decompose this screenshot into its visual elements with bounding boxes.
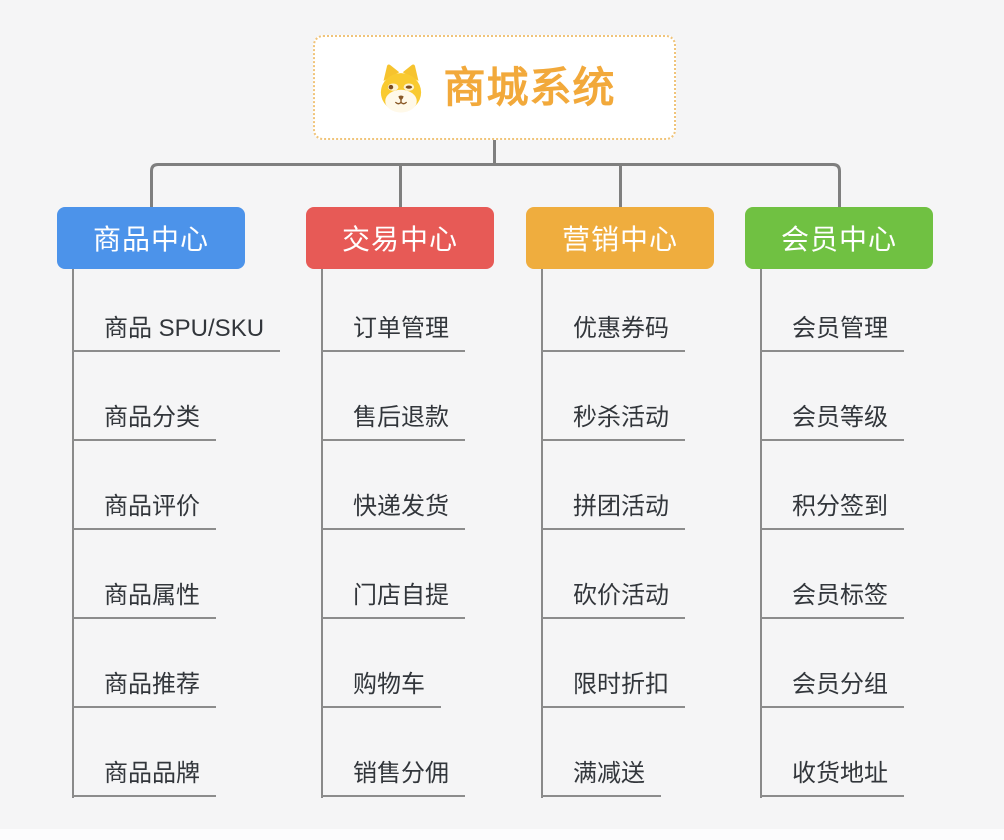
subtopic-row: 订单管理 xyxy=(321,263,465,352)
subtopic-node[interactable]: 购物车 xyxy=(321,670,441,708)
subtopic-row: 快递发货 xyxy=(321,441,465,530)
subtopic-node[interactable]: 门店自提 xyxy=(321,581,465,619)
subtopic-node[interactable]: 会员分组 xyxy=(760,670,904,708)
subtopic-node[interactable]: 限时折扣 xyxy=(541,670,685,708)
branch-header-member-center[interactable]: 会员中心 xyxy=(745,207,933,269)
subtopic-row: 砍价活动 xyxy=(541,530,685,619)
subtopic-node[interactable]: 秒杀活动 xyxy=(541,403,685,441)
branch-items-trade-center: 订单管理 售后退款 快递发货 门店自提 购物车 销售分佣 xyxy=(321,263,465,797)
subtopic-row: 商品品牌 xyxy=(72,708,280,797)
subtopic-row: 积分签到 xyxy=(760,441,904,530)
subtopic-node[interactable]: 商品评价 xyxy=(72,492,216,530)
subtopic-row: 会员分组 xyxy=(760,619,904,708)
subtopic-row: 拼团活动 xyxy=(541,441,685,530)
subtopic-node[interactable]: 售后退款 xyxy=(321,403,465,441)
subtopic-node[interactable]: 商品属性 xyxy=(72,581,216,619)
subtopic-row: 购物车 xyxy=(321,619,465,708)
subtopic-row: 会员标签 xyxy=(760,530,904,619)
branch-trunk-line xyxy=(760,269,762,798)
subtopic-row: 门店自提 xyxy=(321,530,465,619)
branch-items-member-center: 会员管理 会员等级 积分签到 会员标签 会员分组 收货地址 xyxy=(760,263,904,797)
branch-trunk-line xyxy=(541,269,543,798)
branch-header-marketing-center[interactable]: 营销中心 xyxy=(526,207,714,269)
subtopic-node[interactable]: 拼团活动 xyxy=(541,492,685,530)
subtopic-node[interactable]: 砍价活动 xyxy=(541,581,685,619)
subtopic-row: 商品推荐 xyxy=(72,619,280,708)
bus-line xyxy=(150,163,841,209)
subtopic-node[interactable]: 销售分佣 xyxy=(321,759,465,797)
branch-trunk-line xyxy=(321,269,323,798)
bottom-strip xyxy=(0,829,1004,840)
branch-header-product-center[interactable]: 商品中心 xyxy=(57,207,245,269)
subtopic-row: 商品评价 xyxy=(72,441,280,530)
branch-items-marketing-center: 优惠券码 秒杀活动 拼团活动 砍价活动 限时折扣 满减送 xyxy=(541,263,685,797)
subtopic-row: 商品分类 xyxy=(72,352,280,441)
subtopic-node[interactable]: 订单管理 xyxy=(321,314,465,352)
subtopic-node[interactable]: 商品推荐 xyxy=(72,670,216,708)
subtopic-row: 销售分佣 xyxy=(321,708,465,797)
subtopic-row: 限时折扣 xyxy=(541,619,685,708)
subtopic-row: 会员等级 xyxy=(760,352,904,441)
shiba-dog-icon xyxy=(381,64,422,112)
subtopic-row: 会员管理 xyxy=(760,263,904,352)
subtopic-node[interactable]: 满减送 xyxy=(541,759,661,797)
subtopic-node[interactable]: 会员标签 xyxy=(760,581,904,619)
subtopic-row: 收货地址 xyxy=(760,708,904,797)
subtopic-row: 秒杀活动 xyxy=(541,352,685,441)
subtopic-node[interactable]: 商品分类 xyxy=(72,403,216,441)
subtopic-node[interactable]: 收货地址 xyxy=(760,759,904,797)
subtopic-node[interactable]: 快递发货 xyxy=(321,492,465,530)
branch-trunk-line xyxy=(72,269,74,798)
root-node[interactable]: 商城系统 xyxy=(313,35,676,140)
branch-items-product-center: 商品 SPU/SKU 商品分类 商品评价 商品属性 商品推荐 商品品牌 xyxy=(72,263,281,797)
subtopic-row: 售后退款 xyxy=(321,352,465,441)
root-title: 商城系统 xyxy=(443,63,616,111)
subtopic-node[interactable]: 积分签到 xyxy=(760,492,904,530)
subtopic-row: 满减送 xyxy=(541,708,685,797)
subtopic-node[interactable]: 优惠券码 xyxy=(541,314,685,352)
subtopic-row: 商品 SPU/SKU xyxy=(72,263,281,352)
subtopic-node[interactable]: 会员管理 xyxy=(760,314,904,352)
subtopic-node[interactable]: 会员等级 xyxy=(760,403,904,441)
branch-header-trade-center[interactable]: 交易中心 xyxy=(306,207,494,269)
subtopic-row: 商品属性 xyxy=(72,530,280,619)
subtopic-node[interactable]: 商品品牌 xyxy=(72,759,216,797)
subtopic-row: 优惠券码 xyxy=(541,263,685,352)
subtopic-node[interactable]: 商品 SPU/SKU xyxy=(72,314,281,352)
